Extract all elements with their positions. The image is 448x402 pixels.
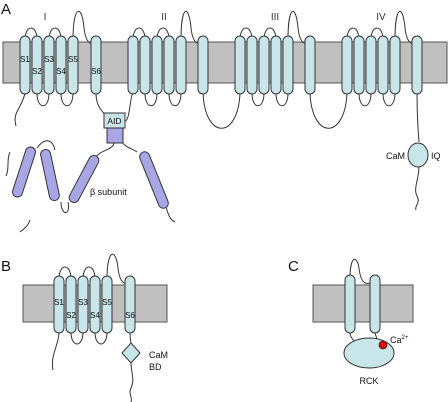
panel-c-letter: C [288, 258, 299, 275]
helix-i-s5 [67, 35, 79, 95]
panel-a: A I II III IV [1, 1, 448, 233]
helix-iii-s2 [246, 35, 258, 95]
domain-label-ii: II [161, 12, 167, 23]
beta-subunit-anchor [106, 127, 124, 144]
cam-label: CaM [386, 151, 405, 161]
beta-helix-4 [139, 151, 169, 209]
seg-label-b-s3: S3 [78, 298, 88, 307]
helix-iv-s6 [411, 35, 423, 95]
calcium-ion [378, 340, 388, 350]
panel-b-letter: B [1, 258, 11, 275]
helix-b-s3 [77, 275, 89, 334]
beta-subunit-helices [12, 146, 169, 209]
seg-label-a-s5: S5 [68, 55, 78, 64]
rck-label: RCK [359, 376, 378, 386]
seg-label-a-s1: S1 [20, 55, 30, 64]
beta-helix-2 [40, 148, 60, 202]
helix-ii-s2 [139, 35, 151, 95]
seg-label-a-s3: S3 [44, 55, 54, 64]
seg-label-b-s6: S6 [125, 311, 135, 320]
helix-iv-s1 [341, 35, 353, 95]
helix-i-s6 [90, 35, 102, 95]
iq-label: IQ [431, 151, 441, 161]
domain-ii-helices [127, 35, 209, 95]
helix-ii-s3 [151, 35, 163, 95]
helix-b-s1 [53, 275, 65, 334]
helix-iii-s4 [270, 35, 282, 95]
cam-bd-label-line2: BD [149, 362, 162, 372]
helix-iii-s1 [234, 35, 246, 95]
helix-ii-s5 [175, 35, 187, 95]
helix-iii-s3 [258, 35, 270, 95]
helix-i-s2 [31, 35, 43, 95]
helix-ii-s4 [163, 35, 175, 95]
seg-label-a-s4: S4 [56, 67, 66, 76]
helix-b-s2 [65, 275, 77, 334]
helix-ii-s6 [197, 35, 209, 95]
cam-bd-diamond [121, 342, 141, 364]
helix-b-s5 [101, 275, 113, 334]
panel-a-letter: A [1, 1, 11, 18]
cam-bd-label-line1: CaM [149, 350, 168, 360]
helix-iv-s5 [389, 35, 401, 95]
seg-label-a-s2: S2 [32, 67, 42, 76]
seg-label-b-s5: S5 [102, 298, 112, 307]
seg-label-a-s6: S6 [91, 67, 101, 76]
calcium-label: Ca2+ [390, 335, 409, 345]
helix-iv-s3 [365, 35, 377, 95]
helix-i-s1 [19, 35, 31, 95]
aid-label: AID [107, 116, 121, 126]
beta-helix-1 [12, 146, 36, 198]
helix-c-1 [344, 274, 356, 334]
seg-label-b-s4: S4 [90, 311, 100, 320]
beta-helix-3 [68, 154, 100, 204]
domain-i-helices [19, 35, 102, 95]
panel-b: B S1 S2 S3 S4 S5 S6 CaM BD [1, 253, 168, 402]
helix-i-s4 [55, 35, 67, 95]
helix-i-s3 [43, 35, 55, 95]
helix-b-s4 [89, 275, 101, 334]
helix-iv-s4 [377, 35, 389, 95]
domain-iii-helices [234, 35, 316, 95]
domain-label-i: I [44, 12, 47, 23]
domain-label-iv: IV [376, 12, 386, 23]
panel-b-helices [53, 275, 136, 334]
helix-iii-s5 [282, 35, 294, 95]
helix-iv-s2 [353, 35, 365, 95]
panel-c: C Ca2+ RCK [288, 258, 414, 386]
membrane-c [312, 284, 414, 323]
domain-label-iii: III [271, 12, 279, 23]
helix-iii-s6 [304, 35, 316, 95]
seg-label-b-s1: S1 [54, 298, 64, 307]
seg-label-b-s2: S2 [66, 311, 76, 320]
helix-ii-s1 [127, 35, 139, 95]
helix-c-2 [369, 274, 381, 334]
beta-subunit-label: β subunit [90, 187, 127, 197]
helix-b-s6 [124, 275, 136, 334]
domain-iv-helices [341, 35, 423, 95]
cam-ellipse [407, 142, 429, 168]
